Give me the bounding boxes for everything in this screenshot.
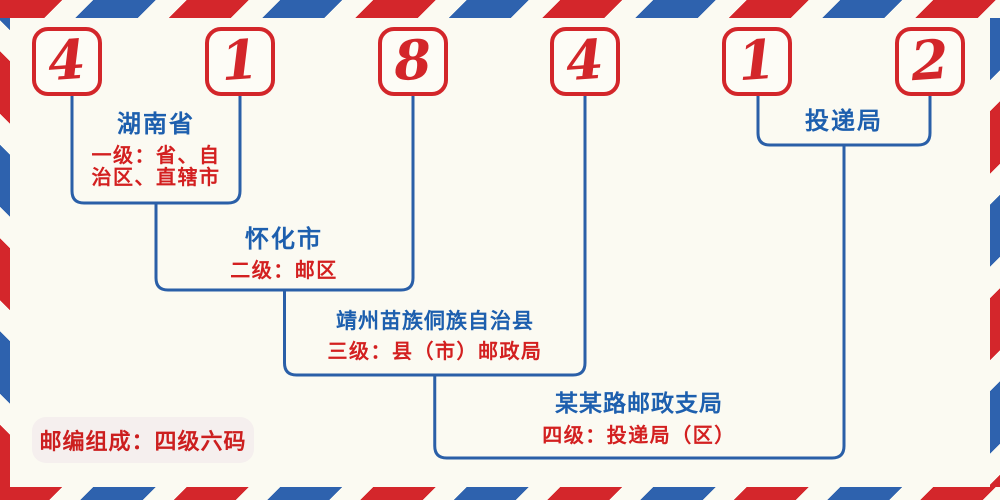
digit-5: 1 bbox=[735, 26, 778, 93]
digit-3: 8 bbox=[391, 26, 434, 93]
connector-level-4 bbox=[433, 145, 846, 460]
airmail-border-left bbox=[0, 18, 10, 487]
level-desc-1: 一级：省、自 治区、直辖市 bbox=[91, 143, 221, 190]
label-level-4: 某某路邮政支局 四级：投递局（区） bbox=[542, 391, 736, 448]
place-name-province: 湖南省 bbox=[117, 110, 195, 138]
label-level-1: 湖南省 一级：省、自 治区、直辖市 bbox=[91, 110, 221, 190]
label-level-5: 投递局 bbox=[805, 107, 883, 135]
digit-4: 4 bbox=[563, 26, 606, 93]
digit-6: 2 bbox=[908, 26, 951, 93]
airmail-border-right bbox=[990, 18, 1000, 487]
digit-box-6: 2 bbox=[895, 26, 965, 96]
airmail-border-bottom bbox=[0, 487, 1000, 500]
connector-level-5 bbox=[756, 96, 932, 147]
digit-box-5: 1 bbox=[722, 26, 792, 96]
digit-box-1: 4 bbox=[32, 26, 102, 96]
digit-box-4: 4 bbox=[550, 26, 620, 96]
footer-note-text: 邮编组成：四级六码 bbox=[39, 430, 247, 455]
digit-box-3: 8 bbox=[378, 26, 448, 96]
level-desc-2: 二级：邮区 bbox=[230, 258, 338, 283]
digit-2: 1 bbox=[218, 26, 261, 93]
digit-box-2: 1 bbox=[205, 26, 275, 96]
label-level-3: 靖州苗族侗族自治县 三级：县（市）邮政局 bbox=[327, 309, 543, 364]
place-name-county: 靖州苗族侗族自治县 bbox=[336, 309, 534, 333]
label-level-2: 怀化市 二级：邮区 bbox=[230, 225, 338, 283]
digit-1: 4 bbox=[45, 26, 88, 93]
level-desc-3: 三级：县（市）邮政局 bbox=[327, 339, 543, 364]
place-name-city: 怀化市 bbox=[245, 225, 323, 253]
footer-note: 邮编组成：四级六码 bbox=[32, 417, 254, 463]
place-name-delivery-office: 投递局 bbox=[805, 107, 883, 135]
level-desc-4: 四级：投递局（区） bbox=[542, 423, 736, 448]
place-name-branch: 某某路邮政支局 bbox=[555, 391, 723, 417]
airmail-border-top bbox=[0, 0, 1000, 18]
